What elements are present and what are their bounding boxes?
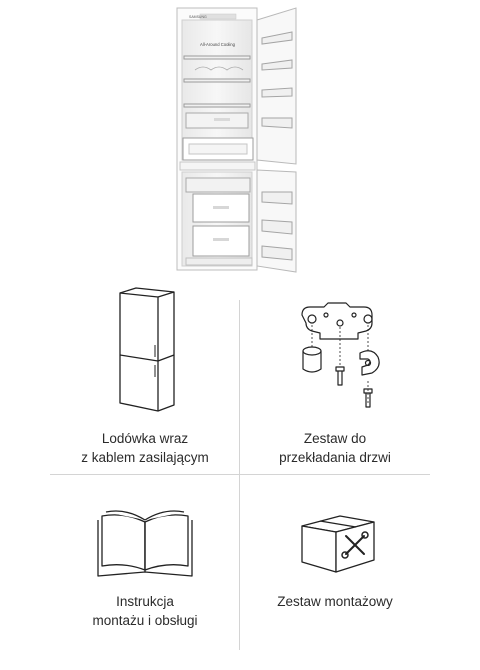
- toolbox-icon: [301, 515, 375, 573]
- door-hinge-kit-icon: [301, 302, 380, 408]
- fridge-icon: [119, 287, 175, 412]
- grid-divider-vertical: [239, 300, 240, 650]
- item-manual-label: Instrukcja montażu i obsługi: [92, 594, 198, 628]
- item-manual: Instrukcja montażu i obsługi: [50, 500, 240, 630]
- fridge-product-image: SAMSUNG All-Around Cooling: [176, 7, 297, 273]
- grid-divider-horizontal: [50, 474, 430, 475]
- feature-text: All-Around Cooling: [200, 42, 236, 47]
- item-door-kit-label: Zestaw do przekładania drzwi: [279, 431, 391, 465]
- item-door-kit: Zestaw do przekładania drzwi: [240, 285, 430, 467]
- tools-icon: [341, 531, 369, 559]
- item-mount-kit-label: Zestaw montażowy: [277, 594, 393, 609]
- item-mount-kit: Zestaw montażowy: [240, 500, 430, 611]
- item-fridge-label: Lodówka wraz z kablem zasilającym: [81, 431, 209, 465]
- included-items-grid: Lodówka wraz z kablem zasilającym: [50, 285, 430, 660]
- open-book-icon: [97, 510, 193, 577]
- brand-logo: SAMSUNG: [189, 15, 207, 19]
- item-fridge: Lodówka wraz z kablem zasilającym: [50, 285, 240, 467]
